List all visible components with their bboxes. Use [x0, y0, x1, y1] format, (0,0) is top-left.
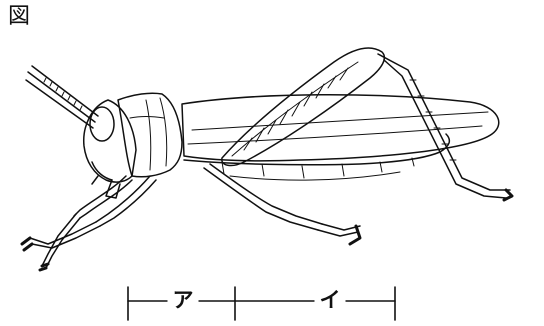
forewing: [182, 95, 499, 161]
middle-leg: [204, 164, 360, 244]
front-legs: [22, 176, 156, 270]
pronotum: [118, 93, 182, 177]
hind-femur: [222, 48, 385, 166]
antennae: [26, 66, 98, 128]
hind-tibia: [378, 54, 512, 200]
segment-label-i: イ: [315, 287, 346, 313]
segment-label-a: ア: [168, 287, 199, 313]
